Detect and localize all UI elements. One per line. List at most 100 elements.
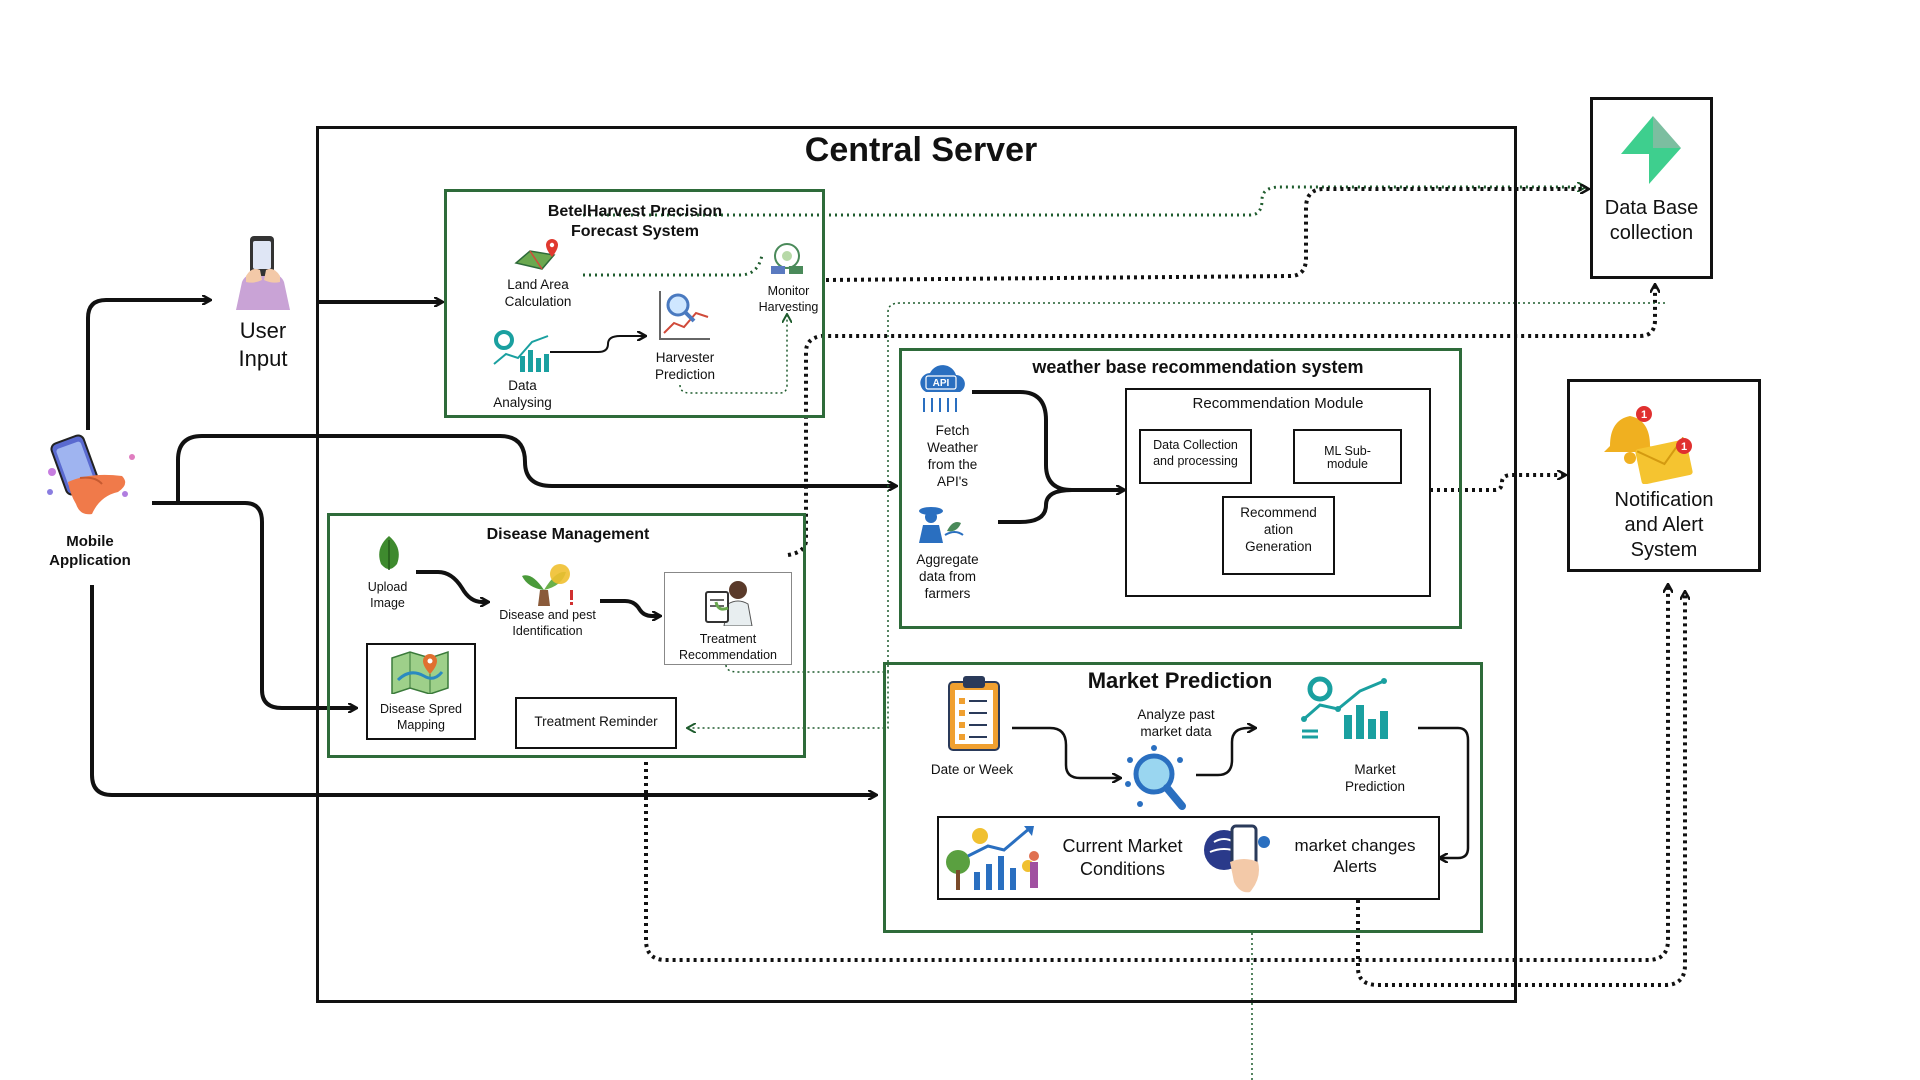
treatment-recommendation-label: Treatment Recommendation	[664, 632, 792, 663]
land-area-line2: Calculation	[504, 293, 572, 309]
identify-to-treatment-arrow	[600, 599, 660, 616]
current-market-conditions-label: Current Market Conditions	[1050, 835, 1195, 880]
aggregate-to-module-arrow	[998, 488, 1073, 524]
weather-recommendation-module[interactable]	[899, 348, 1462, 629]
date-to-analyze-arrow	[1012, 726, 1120, 778]
user-phone-icon	[228, 232, 298, 312]
market-chart-icon	[1298, 675, 1390, 741]
analyze-line1: Analyze past	[1137, 707, 1215, 722]
fetch-to-module-arrow	[972, 390, 1124, 490]
betelharvest-module[interactable]	[444, 189, 825, 418]
weather-title: weather base recommendation system	[1032, 357, 1364, 377]
data-collection-line1: Data Collection	[1153, 438, 1238, 452]
data-collection-box[interactable]	[1139, 429, 1252, 484]
envelope-badge-text: 1	[1681, 441, 1687, 453]
mobile-to-market-arrow	[90, 585, 876, 795]
data-collection-line2: and processing	[1153, 453, 1238, 468]
mobile-label-line2: Application	[49, 551, 131, 569]
user-input-line2: Input	[238, 345, 288, 371]
market-changes-alerts-label: market changes Alerts	[1280, 835, 1430, 878]
spread-line1: Disease Spred	[380, 702, 462, 716]
identify-line2: Identification	[512, 623, 583, 638]
harvester-chart-icon	[656, 287, 712, 343]
analysing-to-harvester-arrow	[550, 336, 645, 353]
prediction-to-alerts-arrow	[1418, 726, 1470, 858]
recommendation-generation-box[interactable]	[1222, 496, 1335, 575]
upload-line2: Image	[370, 595, 405, 610]
alerts-line1: market changes	[1294, 836, 1416, 855]
data-analysing-line2: Analysing	[493, 394, 552, 410]
market-to-database-thin-dotted	[887, 302, 1665, 672]
treatment-line1: Treatment	[699, 632, 757, 646]
market-prediction-title: Market Prediction	[1087, 668, 1273, 693]
monitor-line1: Monitor	[767, 284, 810, 298]
bell-envelope-icon: 1 1	[1598, 400, 1698, 485]
disease-identification-label: Disease and pest Identification	[485, 608, 610, 639]
bell-badge-text: 1	[1641, 409, 1647, 421]
recommend-line2: ation	[1263, 521, 1294, 537]
analyze-line2: market data	[1140, 723, 1212, 739]
mobile-application-label[interactable]: Mobile Application	[20, 533, 160, 571]
aggregate-line1: Aggregate	[916, 552, 979, 567]
ml-submodule-label: ML Sub- module	[1295, 444, 1400, 472]
data-analysing-line1: Data	[508, 378, 537, 393]
notification-label: Notification and Alert System	[1567, 488, 1761, 563]
market-prediction-sub-label: Market Prediction	[1320, 762, 1430, 796]
data-analysis-icon	[490, 330, 552, 374]
disease-to-database-dotted	[787, 285, 1655, 557]
disease-management-title: Disease Management	[486, 526, 650, 543]
fetch-line2: Weather	[927, 439, 978, 455]
ml-submodule-box[interactable]	[1293, 429, 1402, 484]
recommendation-module-title: Recommendation Module	[1192, 395, 1364, 412]
fetch-line3: from the	[927, 456, 978, 472]
map-pin-icon	[512, 235, 564, 273]
current-line2: Conditions	[1079, 858, 1166, 879]
current-line1: Current Market	[1062, 836, 1183, 856]
upload-to-identify-arrow	[416, 570, 488, 602]
user-input-label[interactable]: User Input	[213, 317, 313, 372]
farmer-icon	[915, 505, 965, 545]
data-collection-label: Data Collection and processing	[1141, 438, 1250, 469]
cloud-api-icon: API	[912, 362, 972, 418]
clipboard-checklist-icon	[945, 674, 1003, 752]
aggregate-line3: farmers	[924, 585, 971, 601]
leaf-icon	[373, 534, 405, 574]
monitor-line2: Harvesting	[758, 299, 819, 314]
aggregate-line2: data from	[918, 568, 977, 584]
market-prediction-module[interactable]	[883, 662, 1483, 933]
notification-line3: System	[1630, 539, 1698, 561]
ml-line2: module	[1327, 457, 1368, 472]
alerts-line2: Alerts	[1333, 857, 1377, 877]
ml-line1: ML Sub-	[1324, 444, 1371, 458]
treatment-reminder-label: Treatment Reminder	[534, 714, 658, 729]
disease-management-module[interactable]	[327, 513, 806, 758]
notification-line1: Notification	[1614, 489, 1714, 511]
land-area-label: Land Area Calculation	[483, 277, 593, 311]
doctor-clipboard-icon	[698, 578, 756, 627]
database-line1: Data Base	[1604, 197, 1699, 219]
monitor-harvest-icon	[765, 238, 809, 278]
harvester-prediction-label: Harvester Prediction	[630, 350, 740, 384]
aggregate-data-label: Aggregate data from farmers	[900, 552, 995, 603]
plant-pest-icon	[518, 560, 576, 608]
recommend-line1: Recommend	[1240, 505, 1317, 520]
treatment-line2: Recommendation	[679, 647, 777, 662]
notification-line2: and Alert	[1624, 514, 1704, 536]
recommend-line3: Generation	[1245, 538, 1312, 554]
betelharvest-title: BetelHarvest Precision Forecast System	[490, 202, 780, 242]
land-to-monitor-dotted	[583, 254, 764, 277]
map-location-icon	[390, 650, 450, 696]
disease-spread-mapping-label: Disease Spred Mapping	[366, 702, 476, 733]
mobile-to-disease-arrow	[152, 501, 356, 708]
database-line2: collection	[1609, 222, 1694, 244]
prediction-line2: Prediction	[1344, 778, 1406, 794]
market-conditions-alerts-box[interactable]	[937, 816, 1440, 900]
mobile-to-weather-arrow	[152, 434, 896, 505]
analyze-past-market-label: Analyze past market data	[1116, 707, 1236, 741]
data-analysing-label: Data Analysing	[470, 378, 575, 412]
treatment-reminder-box[interactable]	[515, 697, 677, 749]
monitor-harvesting-label: Monitor Harvesting	[746, 284, 831, 315]
database-label: Data Base collection	[1590, 196, 1713, 246]
